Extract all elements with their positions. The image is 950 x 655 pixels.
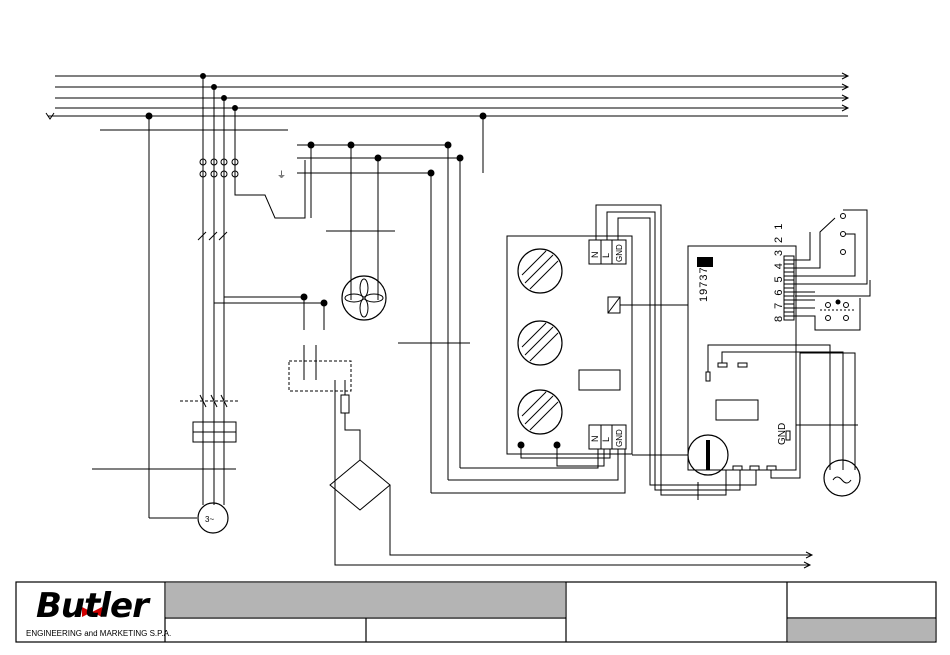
burner-icon xyxy=(518,390,562,434)
title-header-cell xyxy=(166,583,565,617)
terminal-numbers: 8 7 6 5 4 3 2 1 xyxy=(773,222,785,322)
company-logo: Butler xyxy=(36,586,148,626)
fan-branch xyxy=(214,116,812,568)
burner-icon xyxy=(518,249,562,293)
motor-label: 3~ xyxy=(205,515,214,524)
selector-switches xyxy=(784,210,870,330)
pump-motor-icon xyxy=(824,460,860,496)
burner-icon xyxy=(518,321,562,365)
svg-text:⏚: ⏚ xyxy=(277,170,286,180)
svg-text:GND: GND xyxy=(615,429,624,447)
svg-text:N: N xyxy=(590,252,600,259)
fan-icon xyxy=(342,276,386,320)
svg-text:GND: GND xyxy=(615,244,624,262)
controller-code: 19737 xyxy=(698,266,710,302)
svg-text:L: L xyxy=(601,437,611,442)
svg-text:N: N xyxy=(590,436,600,443)
controller-board: 19737 8 7 6 5 4 3 2 1 GND xyxy=(620,222,860,500)
company-subtitle: ENGINEERING and MARKETING S.P.A. xyxy=(26,629,171,638)
main-power-bus xyxy=(46,73,848,120)
revision-cell xyxy=(788,619,935,641)
svg-text:L: L xyxy=(601,253,611,258)
